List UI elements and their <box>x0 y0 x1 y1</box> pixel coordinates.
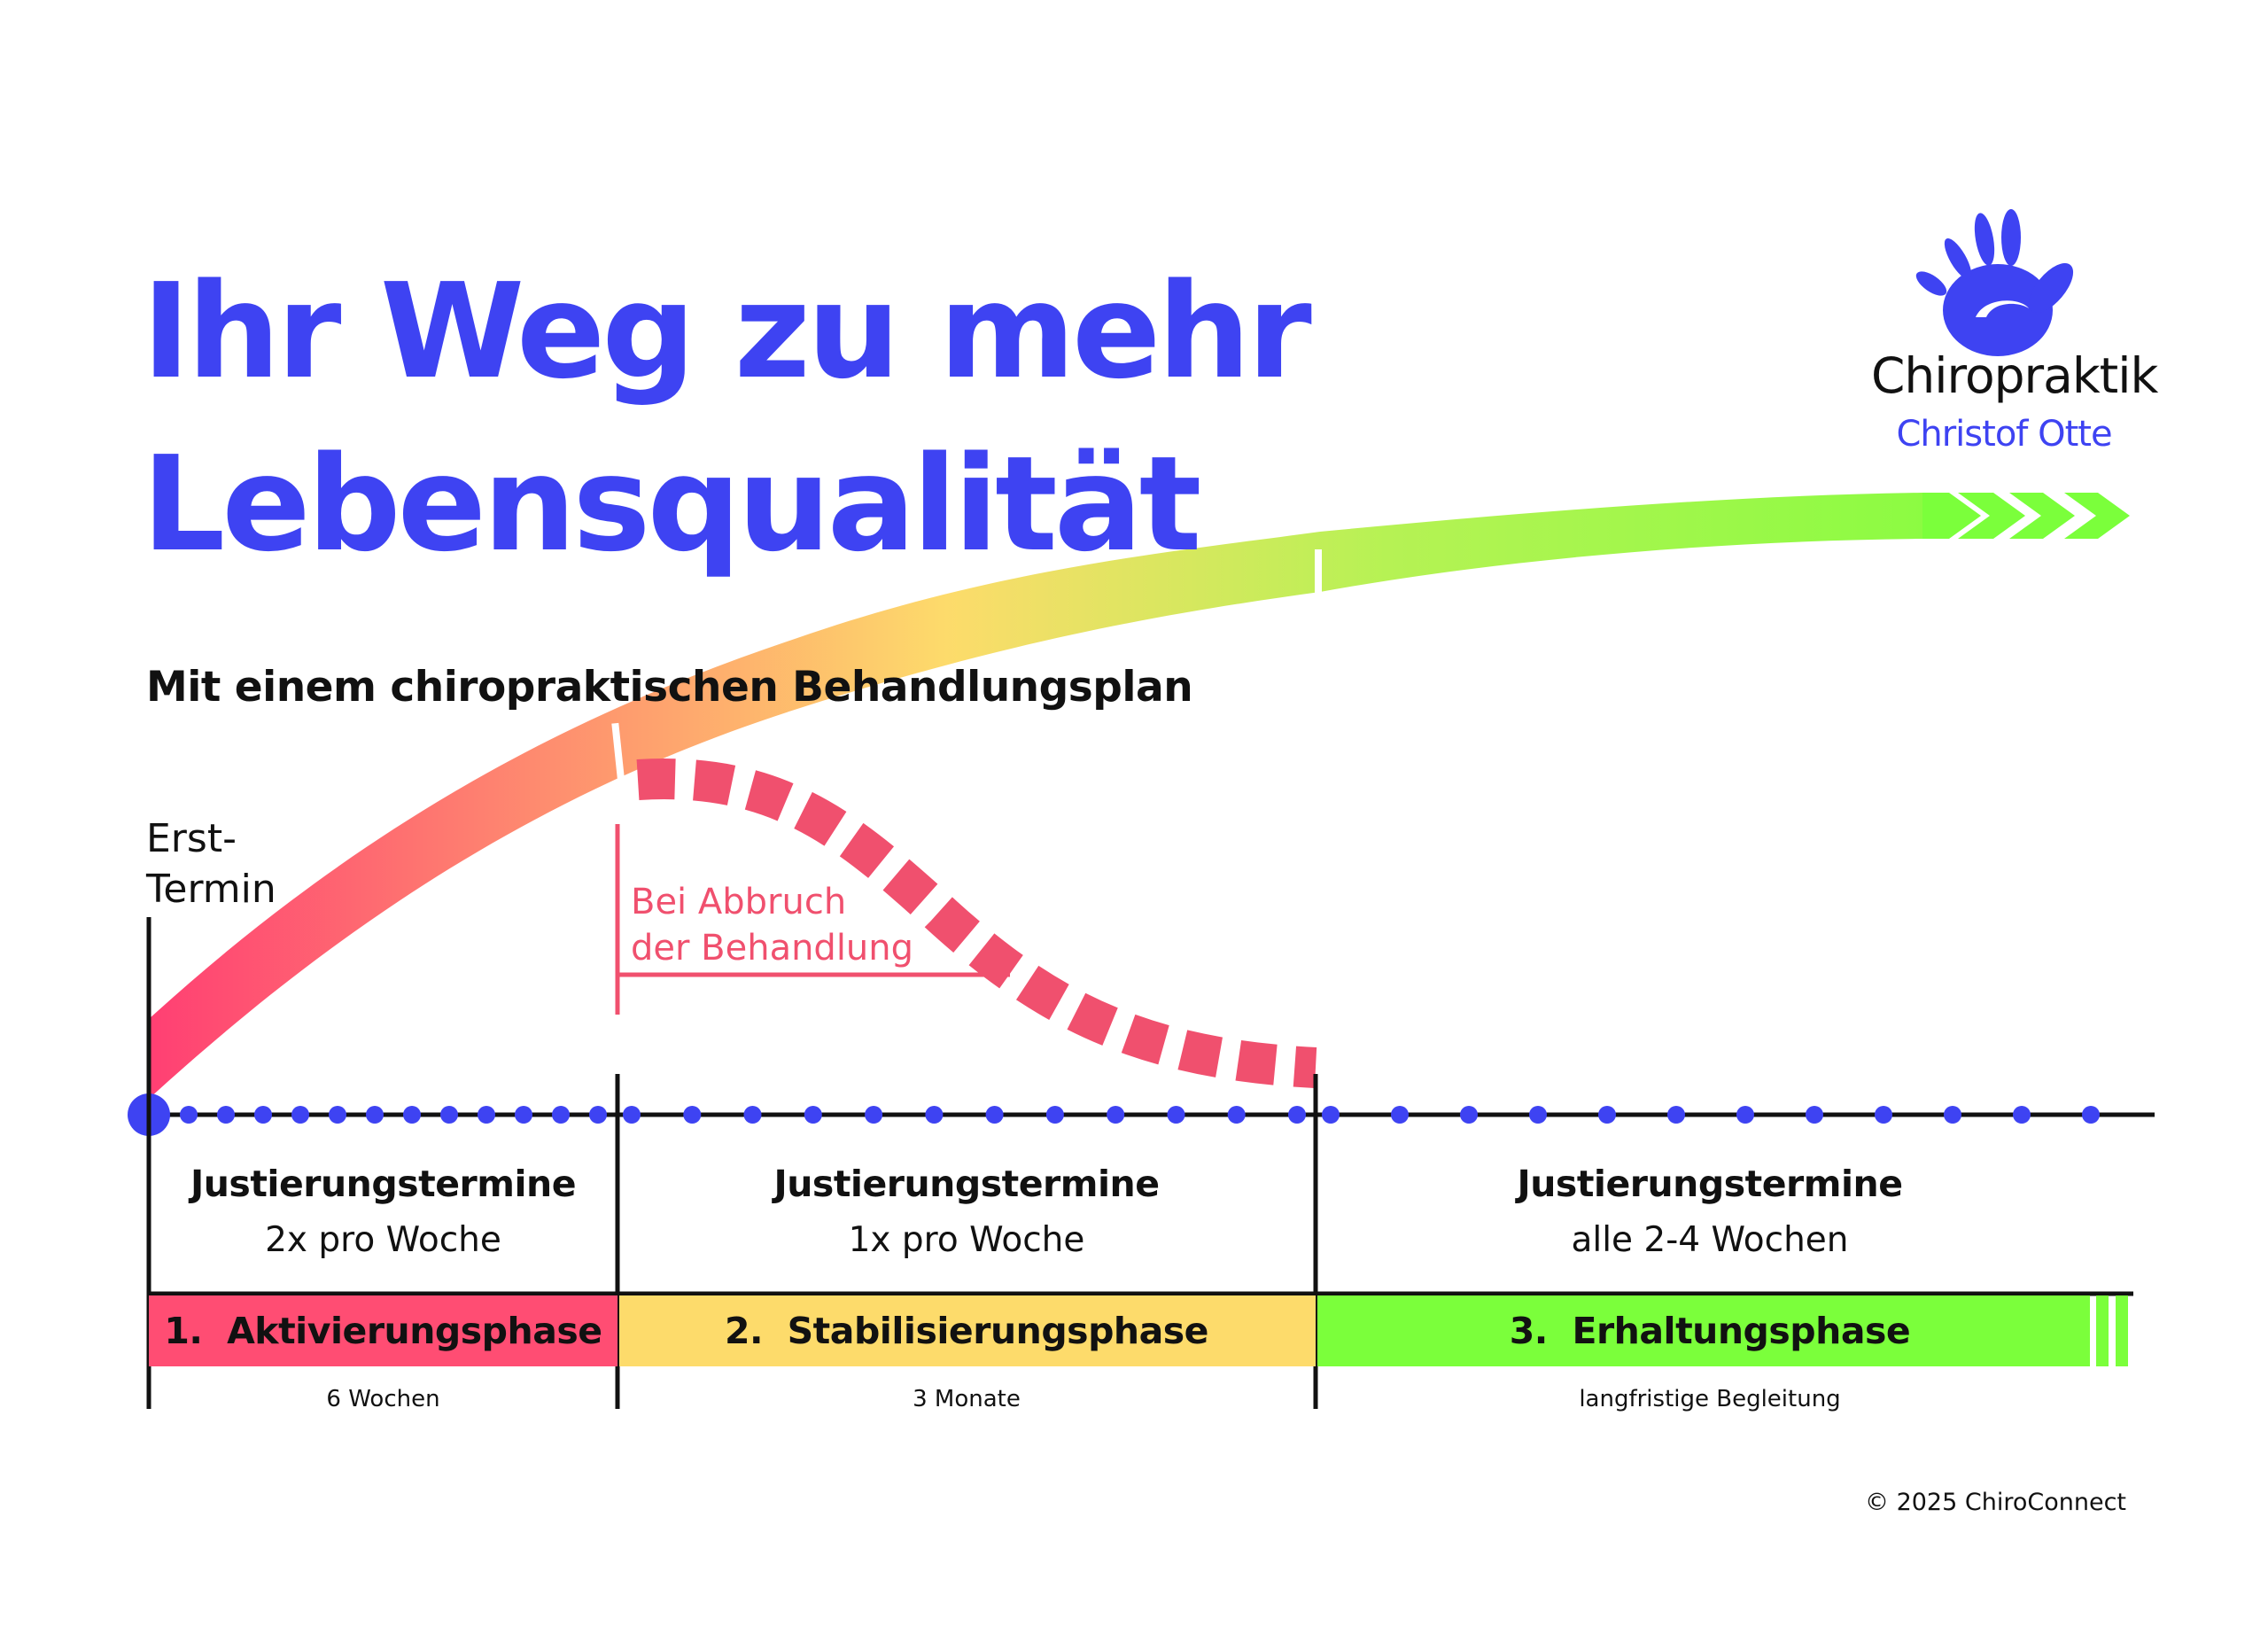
appointment-dot <box>291 1106 309 1124</box>
brand-name: Chiropraktik <box>1871 347 2158 404</box>
phase-3-label: 3. Erhaltungsphase <box>1316 1313 2104 1350</box>
subtitle: Mit einem chiropraktischen Behandlungspl… <box>146 663 1193 712</box>
phase-2-head: Justierungstermine <box>773 1163 1160 1205</box>
chevron-icon <box>1922 493 1981 539</box>
phase-2-name: Stabilisierungsphase <box>787 1310 1209 1352</box>
appointment-dots <box>180 1106 2100 1124</box>
page-title-line-2: Lebensqualität <box>142 428 1201 580</box>
curve-divider-2 <box>1315 549 1322 620</box>
appointment-dot <box>1598 1106 1616 1124</box>
appointment-dot <box>515 1106 532 1124</box>
chevron-icon <box>2064 493 2130 539</box>
appointment-dot <box>589 1106 607 1124</box>
appointment-dot <box>1107 1106 1125 1124</box>
appointment-dot <box>985 1106 1004 1124</box>
appointment-dot <box>1322 1106 1340 1124</box>
appointment-dot <box>440 1106 458 1124</box>
phase-3-head: Justierungstermine <box>1517 1163 1903 1205</box>
appointment-dot <box>1391 1106 1409 1124</box>
phase-3-number: 3. <box>1509 1310 1549 1352</box>
phase-bar-3-tail <box>2096 1295 2109 1366</box>
quality-curve-band <box>149 493 1922 1099</box>
appointment-dot <box>2082 1106 2100 1124</box>
appointment-dot <box>1460 1106 1478 1124</box>
phase-3-frequency: alle 2-4 Wochen <box>1571 1220 1849 1260</box>
start-label-line-1: Erst- <box>146 816 237 861</box>
handprint-icon <box>1915 209 2074 356</box>
appointment-dot <box>552 1106 570 1124</box>
appointment-dot <box>478 1106 495 1124</box>
dropout-label-line-1: Bei Abbruch <box>631 882 847 922</box>
appointment-dot <box>254 1106 272 1124</box>
phase-1-duration: 6 Wochen <box>326 1386 440 1412</box>
phase-1-label: 1. Aktivierungsphase <box>149 1313 617 1350</box>
appointment-dot <box>683 1106 702 1124</box>
appointment-dot <box>1667 1106 1685 1124</box>
appointment-dot <box>1045 1106 1064 1124</box>
phase-3-duration: langfristige Begleitung <box>1579 1386 1841 1412</box>
appointment-dot <box>1288 1106 1306 1124</box>
phase-2-duration: 3 Monate <box>913 1386 1021 1412</box>
phase-1-head: Justierungstermine <box>190 1163 577 1205</box>
appointment-dot <box>1736 1106 1754 1124</box>
dropout-label-line-2: der Behandlung <box>631 928 914 969</box>
phase-1-frequency: 2x pro Woche <box>265 1220 501 1260</box>
appointment-dot <box>217 1106 235 1124</box>
start-label-line-2: Termin <box>146 867 276 912</box>
appointment-dot <box>1167 1106 1185 1124</box>
page-title-line-1: Ihr Weg zu mehr <box>142 255 1312 408</box>
phase-bar-3-tail <box>2116 1295 2128 1366</box>
appointment-dot <box>2013 1106 2031 1124</box>
phase-1-name: Aktivierungsphase <box>227 1310 602 1352</box>
appointment-dot <box>925 1106 944 1124</box>
dropout-curve <box>636 759 1317 1088</box>
phase-3-name: Erhaltungsphase <box>1572 1310 1911 1352</box>
phase-bar-3 <box>1317 1295 2090 1366</box>
appointment-dot <box>366 1106 384 1124</box>
appointment-dot <box>403 1106 421 1124</box>
phase-1-number: 1. <box>164 1310 203 1352</box>
phase-2-label: 2. Stabilisierungsphase <box>617 1313 1316 1350</box>
appointment-dot <box>1227 1106 1246 1124</box>
appointment-dot <box>1806 1106 1823 1124</box>
brand-person: Christof Otte <box>1896 414 2112 455</box>
appointment-dot <box>329 1106 346 1124</box>
appointment-dot <box>623 1106 641 1124</box>
chevron-icon <box>2009 493 2075 539</box>
phase-2-number: 2. <box>724 1310 764 1352</box>
appointment-dot <box>1529 1106 1547 1124</box>
chevron-icon <box>1958 493 2025 539</box>
phase-bar-2 <box>619 1295 1316 1366</box>
phase-bar-1 <box>149 1295 617 1366</box>
appointment-dot <box>180 1106 198 1124</box>
curve-divider-1 <box>611 722 627 804</box>
copyright: © 2025 ChiroConnect <box>1864 1489 2126 1516</box>
appointment-dot <box>865 1106 883 1124</box>
phase-2-frequency: 1x pro Woche <box>848 1220 1085 1260</box>
appointment-dot <box>743 1106 762 1124</box>
appointment-dot <box>1875 1106 1892 1124</box>
appointment-dot <box>804 1106 822 1124</box>
appointment-dot <box>1944 1106 1961 1124</box>
